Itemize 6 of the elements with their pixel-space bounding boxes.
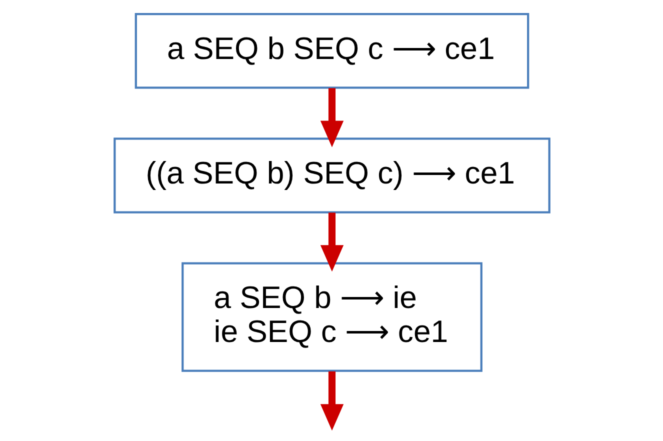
node-box: a SEQ b SEQ c ⟶ ce1	[134, 13, 529, 89]
arrow	[320, 371, 344, 431]
arrow	[320, 88, 344, 148]
node-box: ((a SEQ b) SEQ c) ⟶ ce1	[113, 138, 550, 214]
node-box: a SEQ b ⟶ ie ie SEQ c ⟶ ce1	[181, 262, 482, 372]
arrow	[320, 212, 344, 272]
